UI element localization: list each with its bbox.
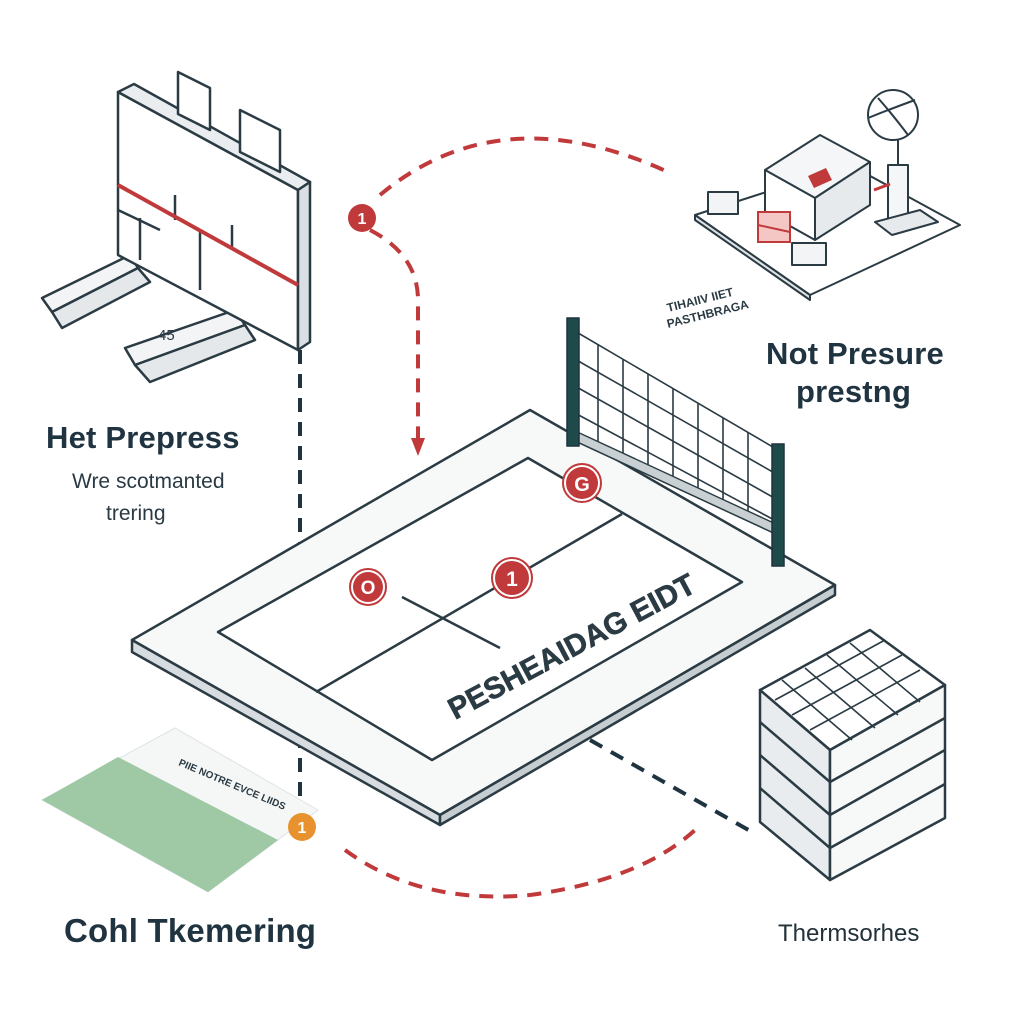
net [566, 317, 785, 567]
marker-bottom: 1 [288, 813, 316, 841]
marker-top: 1 [348, 204, 376, 232]
thermsorhes-label: Thermsorhes [778, 920, 920, 947]
prepress-machine [40, 70, 312, 384]
svg-text:1: 1 [298, 820, 307, 837]
court-platform [130, 408, 837, 827]
red-crate-stripe [757, 224, 791, 233]
not-pressure-title-line2: prestng [796, 374, 912, 409]
hot-prepress-subtitle-line1: Wre scotmanted [72, 470, 225, 493]
prepress-red-stripe [117, 183, 299, 287]
net-post-left [566, 317, 580, 447]
red-dashed-path-drop [369, 228, 420, 440]
svg-text:1: 1 [358, 211, 367, 228]
net-post-right [771, 443, 785, 567]
pressure-station [694, 89, 961, 301]
navy-dashed-line-right [589, 738, 753, 834]
station-red-pointer [873, 182, 891, 192]
station-red-tag [808, 168, 832, 188]
red-dashed-path-top [378, 136, 669, 197]
thermal-unit [758, 628, 947, 882]
cold-sheet [40, 727, 319, 893]
cold-tkemering-title: Cohl Tkemering [64, 912, 317, 949]
solar-grid [774, 639, 921, 741]
press-number: 45 [158, 327, 175, 344]
hot-prepress-title: Het Prepress [46, 420, 240, 455]
red-dashed-path-bottom [343, 828, 697, 899]
svg-text:O: O [361, 578, 376, 599]
hot-prepress-subtitle-line2: trering [106, 502, 166, 525]
marker-court-corner: G [562, 463, 602, 503]
marker-court-left: O [349, 568, 387, 606]
arrow-head [411, 438, 425, 456]
not-pressure-title-line1: Not Presure [766, 336, 944, 371]
marker-court-center: 1 [491, 557, 533, 599]
svg-text:G: G [574, 474, 590, 496]
svg-text:1: 1 [506, 568, 518, 591]
